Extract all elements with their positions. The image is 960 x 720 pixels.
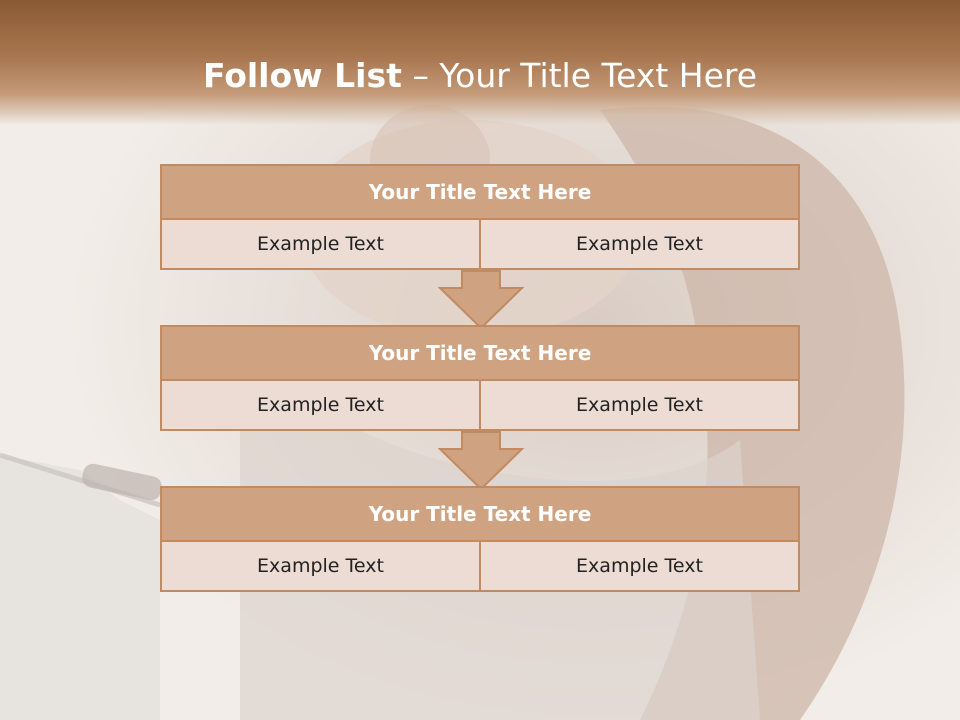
slide-title: Follow List – Your Title Text Here bbox=[0, 52, 960, 100]
block-row: Example Text Example Text bbox=[160, 381, 800, 431]
list-block-2: Your Title Text Here Example Text Exampl… bbox=[160, 325, 800, 431]
list-block-3: Your Title Text Here Example Text Exampl… bbox=[160, 486, 800, 592]
down-arrow-icon bbox=[438, 270, 524, 330]
block-cell-left: Example Text bbox=[257, 233, 384, 255]
block-cell-right: Example Text bbox=[479, 542, 798, 590]
slide-title-rest: – Your Title Text Here bbox=[401, 56, 758, 95]
block-cell-left: Example Text bbox=[257, 555, 384, 577]
block-title: Your Title Text Here bbox=[160, 164, 800, 220]
list-block-1: Your Title Text Here Example Text Exampl… bbox=[160, 164, 800, 270]
block-row: Example Text Example Text bbox=[160, 220, 800, 270]
slide-title-bold: Follow List bbox=[202, 56, 402, 95]
down-arrow-icon bbox=[438, 431, 524, 491]
block-title: Your Title Text Here bbox=[160, 486, 800, 542]
header-band bbox=[0, 0, 960, 125]
block-cell-left: Example Text bbox=[257, 394, 384, 416]
block-row: Example Text Example Text bbox=[160, 542, 800, 592]
block-title: Your Title Text Here bbox=[160, 325, 800, 381]
block-cell-right: Example Text bbox=[479, 381, 798, 429]
block-cell-right: Example Text bbox=[479, 220, 798, 268]
